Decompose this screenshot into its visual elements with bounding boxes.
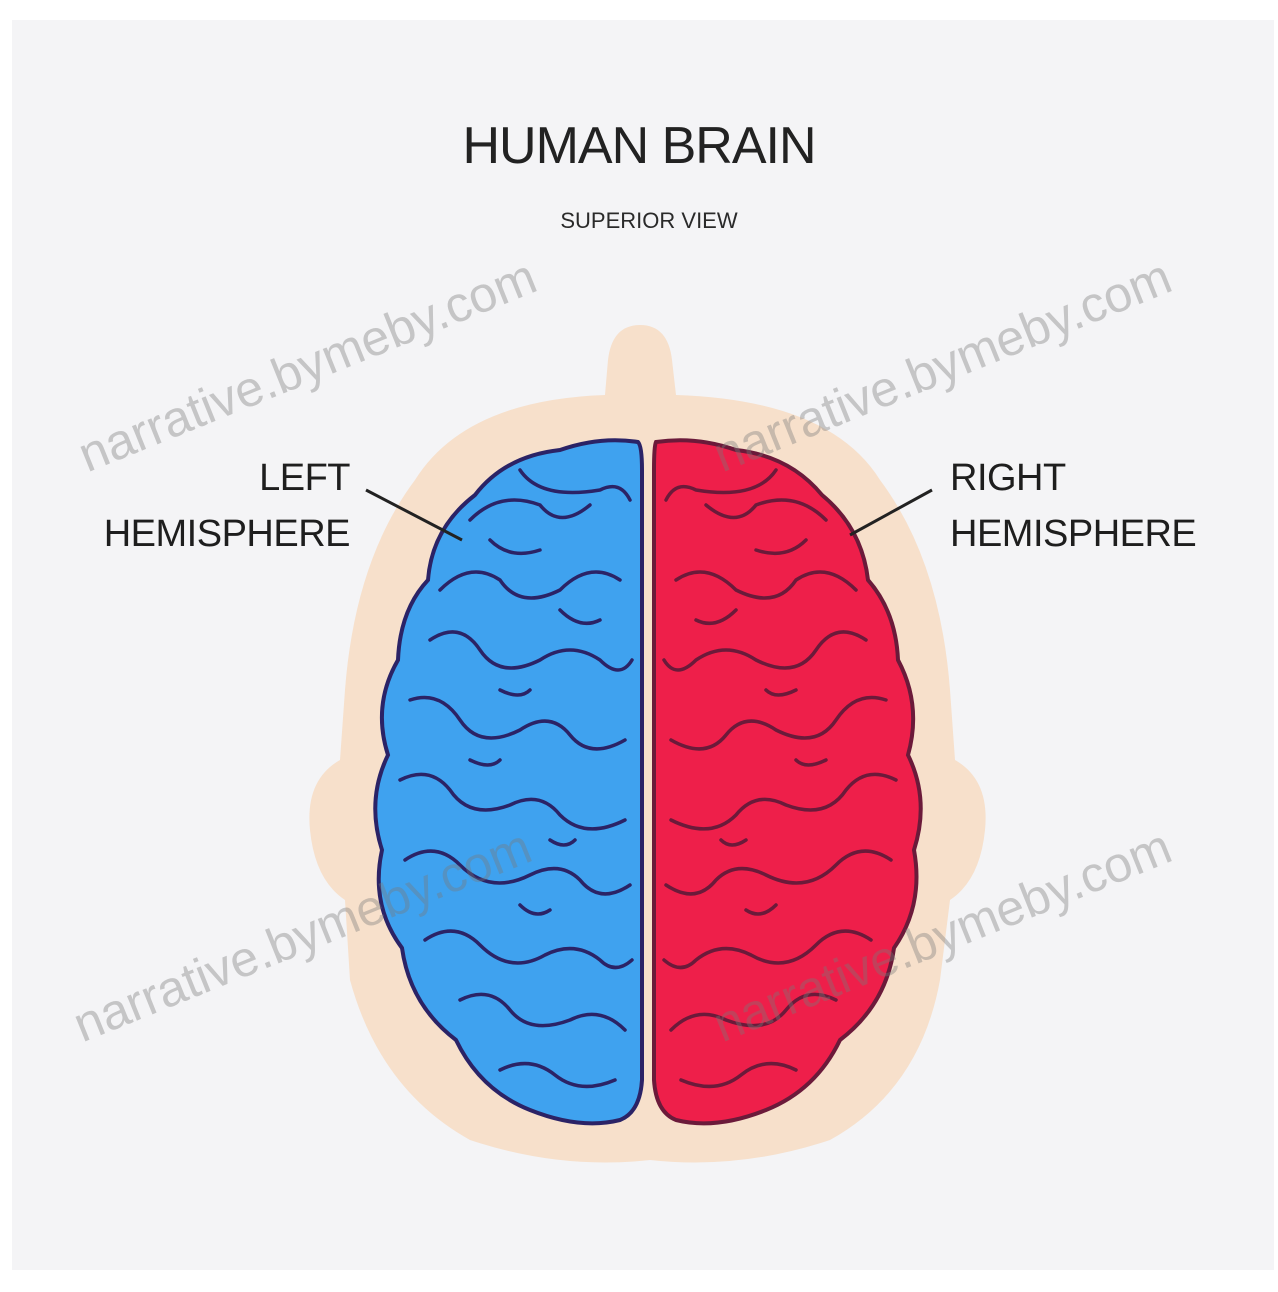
right-hemisphere-label: RIGHT HEMISPHERE	[950, 450, 1240, 562]
left-hemisphere-label: LEFT HEMISPHERE	[80, 450, 350, 562]
diagram-subtitle: SUPERIOR VIEW	[0, 208, 1278, 234]
left-label-line-1: LEFT	[80, 450, 350, 506]
right-label-line-1: RIGHT	[950, 450, 1240, 506]
right-label-line-2: HEMISPHERE	[950, 506, 1240, 562]
left-label-line-2: HEMISPHERE	[80, 506, 350, 562]
diagram-title: HUMAN BRAIN	[0, 116, 1278, 176]
